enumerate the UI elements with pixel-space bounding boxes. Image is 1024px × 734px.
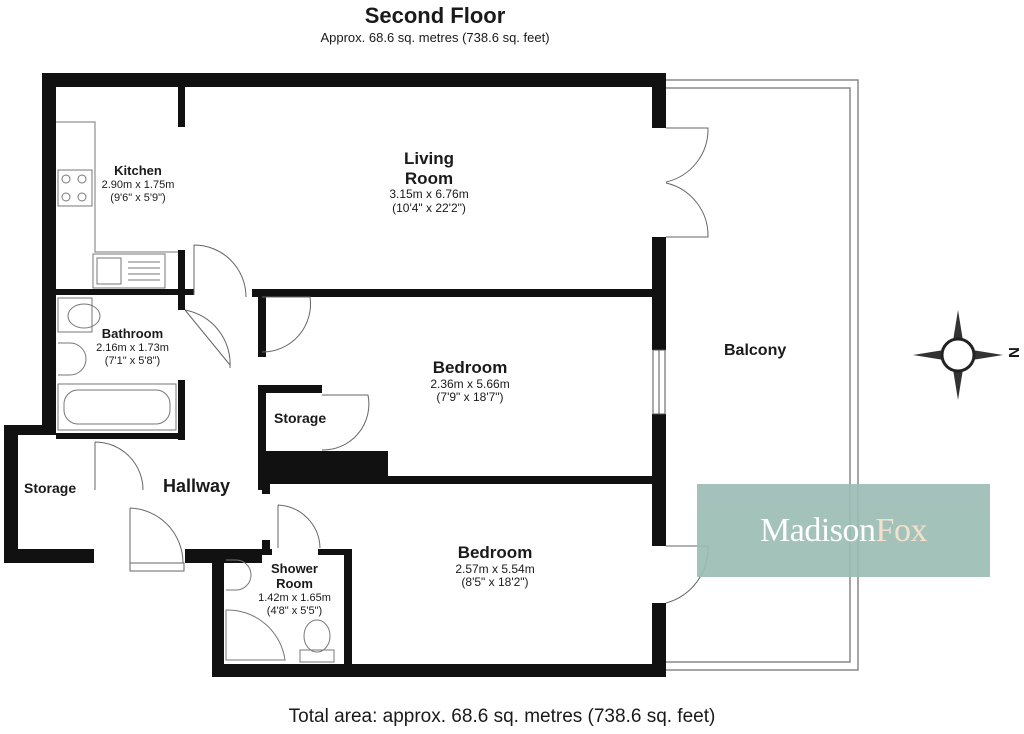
plan-subtitle: Approx. 68.6 sq. metres (738.6 sq. feet) xyxy=(320,30,550,45)
room-name-line1: Living xyxy=(403,149,455,168)
room-storage-left: Storage xyxy=(24,480,77,496)
shower-fittings xyxy=(225,559,335,663)
room-dimensions-metric: 2.36m x 5.66m xyxy=(430,376,510,391)
room-living: Living Room 3.15m x 6.76m (10'4" x 22'2"… xyxy=(364,149,494,216)
compass-rose xyxy=(913,310,1003,400)
compass-letter: N xyxy=(1004,347,1022,358)
room-name-line2: Room xyxy=(404,168,454,188)
room-dimensions-imperial: (7'9" x 18'7") xyxy=(436,390,504,405)
room-dimensions-metric: 2.90m x 1.75m xyxy=(101,178,175,191)
bedroom-window xyxy=(652,349,666,415)
room-dimensions-metric: 2.57m x 5.54m xyxy=(455,561,535,576)
room-name-line2: Room xyxy=(276,575,313,591)
logo-text-part1: Madison xyxy=(760,511,876,549)
room-shower: Shower Room 1.42m x 1.65m (4'8" x 5'5") xyxy=(242,561,347,617)
room-dimensions-imperial: (4'8" x 5'5") xyxy=(266,604,323,617)
room-dimensions-imperial: (9'6" x 5'9") xyxy=(110,191,166,204)
room-name-line1: Shower xyxy=(271,561,318,576)
interior-walls xyxy=(56,87,652,664)
room-dimensions-metric: 1.42m x 1.65m xyxy=(258,591,331,604)
logo-text-part2: Fox xyxy=(875,511,928,549)
room-dimensions-imperial: (7'1" x 5'8") xyxy=(104,354,161,367)
room-balcony: Balcony xyxy=(724,342,787,359)
room-name: Bedroom xyxy=(457,543,533,562)
room-bedroom-1: Bedroom 2.36m x 5.66m (7'9" x 18'7") xyxy=(405,358,535,405)
room-storage-inner: Storage xyxy=(274,410,327,426)
room-hallway: Hallway xyxy=(163,476,231,496)
room-name: Bedroom xyxy=(432,358,508,377)
room-dimensions-imperial: (8'5" x 18'2") xyxy=(461,575,529,590)
room-name: Bathroom xyxy=(101,326,164,341)
room-bedroom-2: Bedroom 2.57m x 5.54m (8'5" x 18'2") xyxy=(430,543,560,590)
kitchen-fittings xyxy=(56,121,178,289)
room-dimensions-metric: 3.15m x 6.76m xyxy=(389,187,469,202)
balcony-outline xyxy=(665,79,859,671)
room-bathroom: Bathroom 2.16m x 1.73m (7'1" x 5'8") xyxy=(80,326,185,367)
total-area: Total area: approx. 68.6 sq. metres (738… xyxy=(288,706,716,727)
room-kitchen: Kitchen 2.90m x 1.75m (9'6" x 5'9") xyxy=(88,163,188,204)
room-name: Kitchen xyxy=(114,163,162,178)
plan-title: Second Floor xyxy=(364,3,506,28)
door-swings xyxy=(94,127,709,604)
bathroom-fittings xyxy=(57,297,177,431)
room-dimensions-metric: 2.16m x 1.73m xyxy=(96,341,169,354)
room-dimensions-imperial: (10'4" x 22'2") xyxy=(392,200,466,215)
exterior-walls xyxy=(4,73,666,677)
